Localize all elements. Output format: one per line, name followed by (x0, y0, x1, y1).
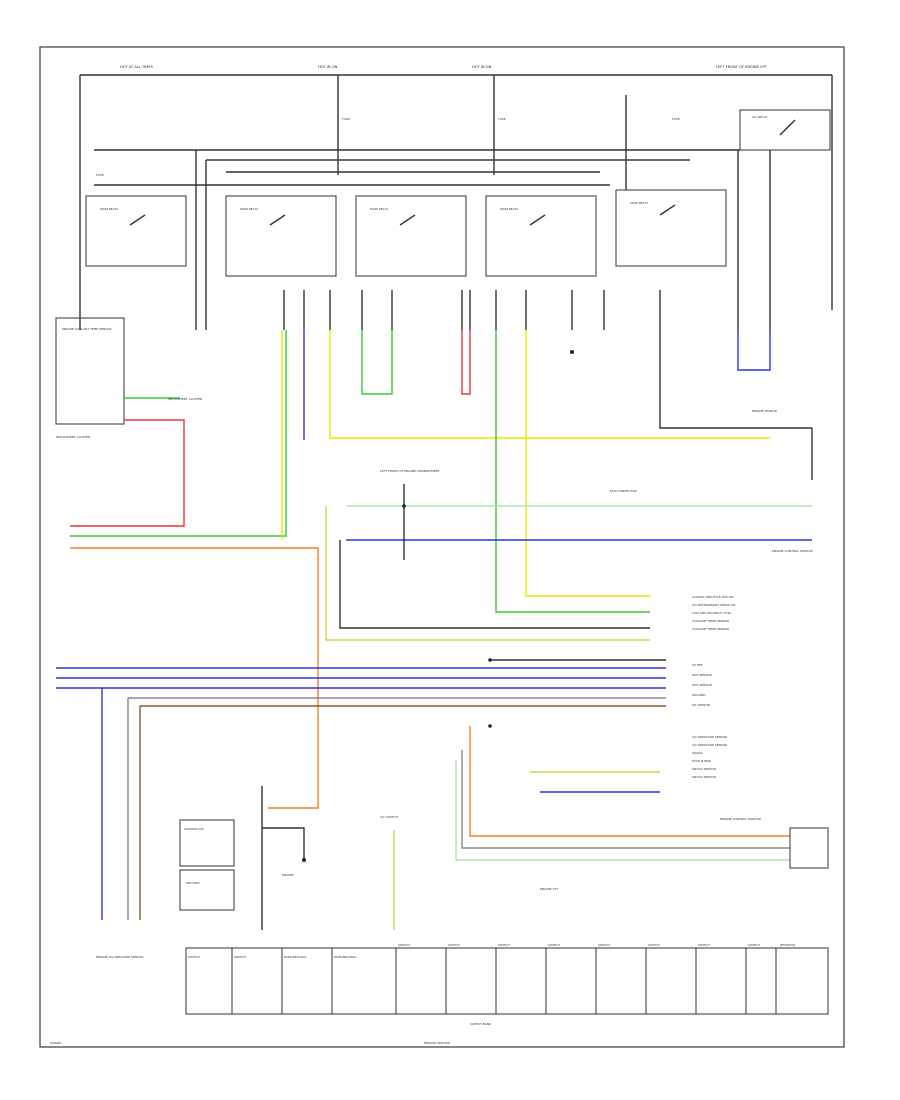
right-sensor-wire (659, 330, 812, 429)
orange-wire-right (469, 726, 790, 837)
svg-text:COOLANT TEMP SENSOR: COOLANT TEMP SENSOR (692, 619, 729, 623)
relay-box-5 (615, 189, 727, 267)
bottom-right-module (789, 827, 829, 869)
svg-text:A/C PRESSURE SENSOR: A/C PRESSURE SENSOR (692, 735, 727, 739)
top-label-2: HOT IN ON (318, 65, 338, 69)
bottom-center-ground-label: ENGINE GROUND (424, 1041, 451, 1045)
svg-text:CLOSED THROTTLE POS SW: CLOSED THROTTLE POS SW (692, 595, 734, 599)
instrument-cluster-right: INSTRUMENT CLUSTER (168, 397, 202, 401)
svg-text:SWITCH: SWITCH (748, 943, 760, 947)
switch-bank-label: SWITCH BANK (470, 1022, 492, 1026)
yellow-wire-2 (525, 330, 650, 597)
red-loop (461, 330, 471, 395)
switch-labels: SWITCH SWITCH PARK/NEUTRAL PARK/NEUTRAL … (188, 943, 795, 959)
ignition-label: IGNITION SW (184, 827, 204, 831)
relay-label-3: MAIN RELAY (370, 207, 388, 211)
svg-text:SWITCH: SWITCH (398, 943, 410, 947)
right-sensor-label: ENGINE SENSOR (752, 409, 777, 413)
relay-box-4 (485, 195, 597, 277)
svg-text:MAF SENSOR: MAF SENSOR (692, 683, 712, 687)
svg-text:SWITCH: SWITCH (698, 943, 710, 947)
relay-box-6 (739, 109, 831, 151)
bottom-left-label: WIRING (50, 1041, 62, 1045)
svg-text:PARK/NEUTRAL: PARK/NEUTRAL (284, 955, 307, 959)
yellow-green-wire (325, 506, 650, 641)
ground-block-label: GROUND (186, 881, 200, 885)
top-label-3: HOT IN ON (472, 65, 492, 69)
right-pin-labels: CLOSED THROTTLE POS SW A/C REFRIGERANT P… (692, 595, 736, 779)
lgreen-wire-right (455, 760, 790, 861)
svg-text:SWITCH: SWITCH (234, 955, 246, 959)
svg-text:SWITCH: SWITCH (498, 943, 510, 947)
svg-text:KNOCK SENSOR: KNOCK SENSOR (692, 767, 716, 771)
junction-dots (302, 350, 574, 862)
svg-text:PARK/NEUTRAL: PARK/NEUTRAL (334, 955, 357, 959)
ground-block (179, 869, 235, 911)
svg-text:MAF SENSOR: MAF SENSOR (692, 673, 712, 677)
ecm-left-label: ECM CONNECTOR (610, 489, 637, 493)
blue-loop (737, 330, 771, 371)
svg-text:SWITCH: SWITCH (548, 943, 560, 947)
left-module-label: ENGINE COOLANT TEMP SENSOR (62, 327, 112, 331)
svg-text:SWITCH: SWITCH (598, 943, 610, 947)
svg-text:SWITCH: SWITCH (448, 943, 460, 947)
horizontal-bus-wires (56, 659, 666, 707)
relay-label-6: A/C RELAY (752, 115, 768, 119)
top-label-1: HOT AT ALL TIMES (120, 65, 154, 69)
svg-text:SWITCH: SWITCH (188, 955, 200, 959)
svg-text:LOW SPD FAN RELAY CTRL: LOW SPD FAN RELAY CTRL (692, 611, 732, 615)
center-black-label: ENGINE (282, 873, 294, 877)
relay-label-1: MAIN RELAY (100, 207, 118, 211)
svg-text:COOLANT TEMP SENSOR: COOLANT TEMP SENSOR (692, 627, 729, 631)
bottom-right-label: ENGINE CONTROL MODULE (720, 817, 761, 821)
green-wire-center (495, 330, 650, 613)
ecm-right-label: ENGINE CONTROL MODULE (772, 549, 813, 553)
fuse-label-1: FUSE (342, 117, 350, 121)
svg-text:EVAP PURGE: EVAP PURGE (692, 759, 711, 763)
left-module (55, 317, 125, 425)
yellow-wire-center (329, 330, 770, 439)
fuse-label-4: FUSE (96, 173, 104, 177)
fuse-label-2: FUSE (498, 117, 506, 121)
svg-text:A/C REFRIGERANT PRESS SW: A/C REFRIGERANT PRESS SW (692, 603, 736, 607)
svg-text:RESISTOR: RESISTOR (780, 943, 795, 947)
switch-bank-dividers (231, 948, 777, 1014)
svg-text:IAT SENSOR: IAT SENSOR (692, 703, 710, 707)
relay-box-2 (225, 195, 337, 277)
relay-label-5: MAIN RELAY (630, 201, 648, 205)
green-loop (361, 330, 393, 395)
relay-box-1 (85, 195, 187, 267)
svg-text:SIGNAL: SIGNAL (692, 751, 703, 755)
svg-text:SWITCH: SWITCH (648, 943, 660, 947)
svg-text:A/C PRESSURE SENSOR: A/C PRESSURE SENSOR (692, 743, 727, 747)
switch-bank (185, 947, 829, 1015)
ignition-switch (179, 819, 235, 867)
relay-drops (195, 150, 771, 330)
diagram-frame (39, 46, 845, 1048)
green-wire-2 (70, 330, 287, 537)
relay-box-3 (355, 195, 467, 277)
svg-text:5V REF: 5V REF (692, 663, 703, 667)
center-black-wire (262, 827, 305, 860)
svg-text:KNOCK SENSOR: KNOCK SENSOR (692, 775, 716, 779)
black-wire-center (339, 540, 650, 629)
bottom-center-label: ENGINE CPT (540, 887, 558, 891)
bottom-left-sensor-label: ENGINE OIL PRESSURE SENSOR (96, 955, 143, 959)
instrument-cluster-label: INSTRUMENT CLUSTER (56, 435, 90, 439)
gray-wire-right (461, 750, 790, 849)
center-connector-label: LEFT FRONT OF ENGINE COMPARTMENT (380, 469, 440, 473)
fuse-label-3: FUSE (672, 117, 680, 121)
center-switch-label: A/C SWITCH (380, 815, 398, 819)
top-label-4: LEFT FRONT OF ENGINE CPT (716, 65, 768, 69)
relay-label-2: MAIN RELAY (240, 207, 258, 211)
relay-label-4: MAIN RELAY (500, 207, 518, 211)
svg-text:GROUND: GROUND (692, 693, 706, 697)
relay-contacts (129, 119, 796, 226)
red-wire-left (70, 419, 185, 527)
